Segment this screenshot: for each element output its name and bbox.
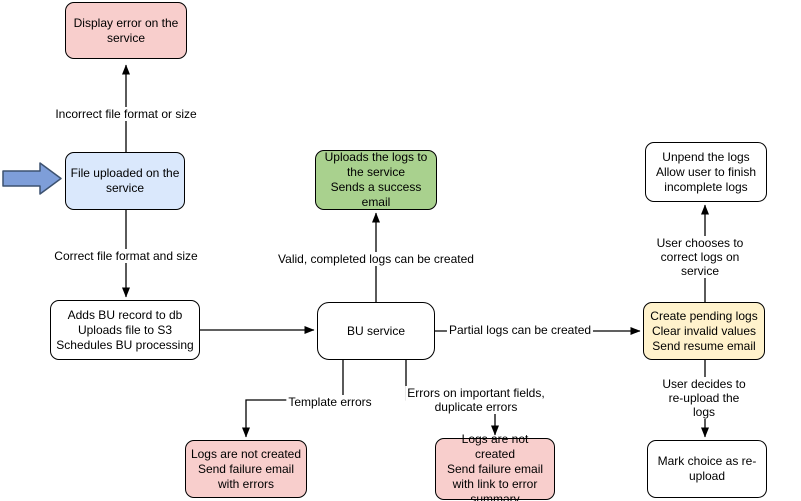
- node-adds-bu-record: Adds BU record to db Uploads file to S3 …: [50, 300, 200, 360]
- edge-label-field-errors: Errors on important fields, duplicate er…: [405, 386, 547, 414]
- edge-label-valid-logs: Valid, completed logs can be created: [276, 252, 476, 266]
- node-bu-service: BU service: [317, 302, 435, 360]
- node-fail-with-summary: Logs are not created Send failure email …: [435, 432, 555, 501]
- node-file-uploaded: File uploaded on the service: [65, 152, 185, 210]
- node-display-error: Display error on the service: [65, 2, 187, 59]
- edge-label-user-reuploads: User decides to re-upload the logs: [655, 377, 753, 419]
- edge-label-incorrect-format: Incorrect file format or size: [53, 107, 199, 121]
- edge-label-user-corrects: User chooses to correct logs on service: [649, 236, 751, 278]
- entry-arrow-icon: [2, 162, 62, 195]
- node-uploads-logs-success: Uploads the logs to the service Sends a …: [315, 150, 437, 210]
- node-unpend-logs: Unpend the logs Allow user to finish inc…: [645, 142, 767, 202]
- edge-label-partial-logs: Partial logs can be created: [446, 323, 594, 337]
- node-fail-with-errors: Logs are not created Send failure email …: [185, 440, 307, 498]
- edge-label-correct-format: Correct file format and size: [52, 249, 200, 263]
- node-mark-reupload: Mark choice as re- upload: [647, 440, 767, 498]
- node-create-pending-logs: Create pending logs Clear invalid values…: [643, 302, 765, 360]
- edge-label-template-errors: Template errors: [286, 395, 374, 409]
